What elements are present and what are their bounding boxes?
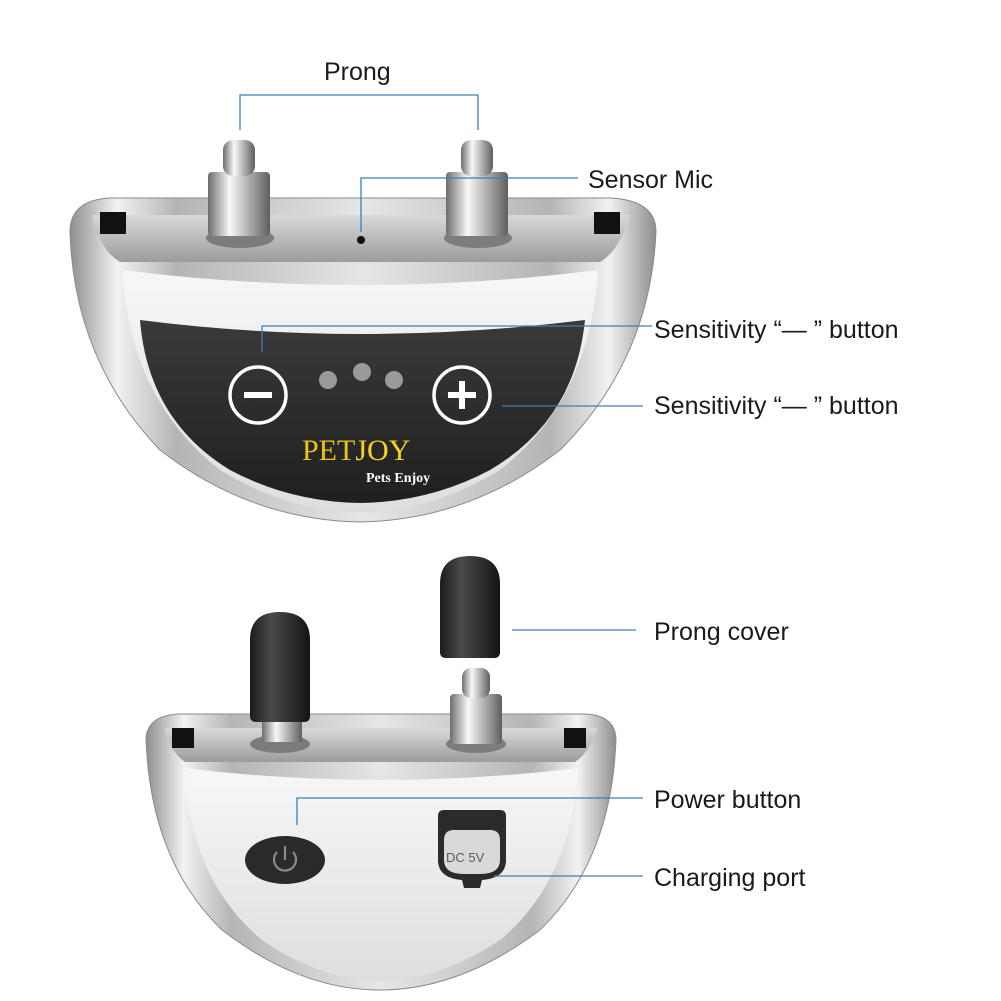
sensitivity-plus-button[interactable] (432, 365, 492, 425)
left-strap-slot (100, 212, 126, 234)
indicator-led (319, 371, 337, 389)
top-device: PETJOY Pets Enjoy (69, 140, 657, 523)
callout-labels: Prong Sensor Mic Sensitivity “— ” button… (324, 58, 899, 892)
brand-tagline: Pets Enjoy (366, 471, 430, 486)
exposed-prong (446, 668, 506, 753)
power-icon (272, 846, 298, 872)
power-button-leader-line (296, 797, 643, 825)
covered-prong (250, 612, 310, 753)
plus-icon (448, 381, 476, 409)
bottom-device: DC 5V (145, 556, 617, 991)
sensor-mic-hole (357, 236, 365, 244)
power-button[interactable] (245, 836, 325, 884)
label-sensitivity-plus: Sensitivity “— ” button (654, 392, 899, 420)
prong-cover (440, 556, 500, 658)
minus-icon (244, 392, 272, 398)
charging-port-cover[interactable]: DC 5V (438, 810, 506, 888)
right-strap-slot (594, 212, 620, 234)
left-prong (206, 140, 274, 248)
brand-name-joy: JOY (355, 434, 410, 467)
prong-leader-line (239, 94, 479, 130)
label-charging-port: Charging port (654, 864, 806, 892)
label-sensor-mic: Sensor Mic (588, 166, 713, 194)
brand-logo: PETJOY Pets Enjoy (302, 434, 430, 486)
left-strap-slot (172, 728, 194, 748)
bottom-device-front-face (184, 768, 578, 981)
sensitivity-minus-button[interactable] (228, 365, 288, 425)
sensor-mic-leader-line (360, 177, 578, 232)
svg-text:PETJOY: PETJOY (302, 434, 410, 467)
label-prong-cover: Prong cover (654, 618, 789, 646)
sensitivity-minus-leader-line (261, 325, 652, 352)
right-strap-slot (564, 728, 586, 748)
label-sensitivity-minus: Sensitivity “— ” button (654, 316, 899, 344)
control-panel (140, 320, 585, 503)
port-marking: DC 5V (446, 850, 485, 865)
indicator-led (385, 371, 403, 389)
label-prong: Prong (324, 58, 391, 86)
brand-name-pet: PET (302, 434, 355, 467)
leader-lines (239, 94, 652, 877)
right-prong (444, 140, 512, 248)
indicator-led (353, 363, 371, 381)
label-power-button: Power button (654, 786, 801, 814)
bottom-device-top-face (165, 728, 597, 762)
